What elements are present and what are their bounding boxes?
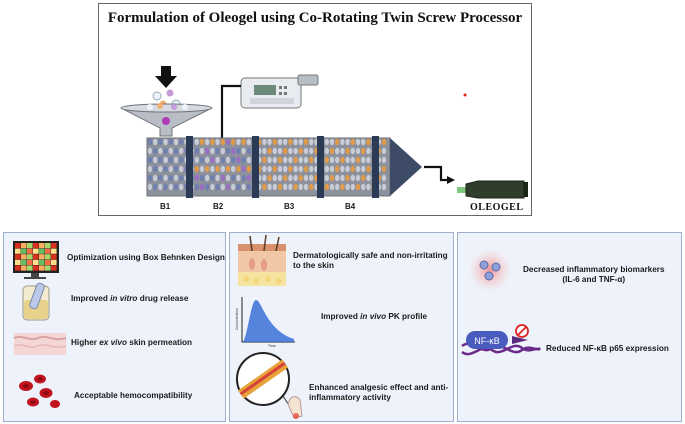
syringe-pump-icon <box>240 74 319 109</box>
pk-ylabel: Concentration <box>235 308 239 330</box>
outcome-ex-vivo-permeation: Higher ex vivo skin permeation <box>71 338 193 347</box>
skin-layer-icon <box>13 333 67 355</box>
paw-inflammation-icon <box>236 352 303 419</box>
hopper-icon <box>120 103 213 137</box>
outcome-nfkb-expression: Reduced NF-κB p65 expression <box>546 344 669 353</box>
release-beaker-icon <box>22 282 50 321</box>
barrel-label-b4: B4 <box>345 202 356 211</box>
nfkb-dna-icon <box>461 324 541 356</box>
product-label: OLEOGEL <box>470 202 524 213</box>
nfkb-label: NF-κB <box>474 336 500 346</box>
outcome-dermal-safety: Dermatologically safe and non-irritating… <box>293 251 448 270</box>
red-blood-cells-icon <box>19 374 60 408</box>
cytokine-cell-icon <box>468 248 512 292</box>
barrel-label-b3: B3 <box>284 202 295 211</box>
outcome-analgesic-effect: Enhanced analgesic effect and anti-infla… <box>309 383 449 402</box>
outcome-in-vivo-pk: Improved in vivo PK profile <box>321 312 428 321</box>
heatmap-monitor-icon <box>13 241 59 279</box>
outcome-optimization: Optimization using Box Behnken Design <box>67 253 225 262</box>
extruder-barrel <box>146 136 422 198</box>
outcome-in-vitro-release: Improved in vitro drug release <box>71 294 189 303</box>
barrel-label-b2: B2 <box>213 202 224 211</box>
arrow-down-icon <box>155 66 177 88</box>
tube-icon <box>457 180 528 199</box>
skin-cross-section-icon <box>238 234 286 286</box>
pk-curve-icon <box>241 297 295 343</box>
outcome-hemocompatibility: Acceptable hemocompatibility <box>74 391 193 400</box>
barrel-label-b1: B1 <box>160 202 171 211</box>
pk-xlabel: Time <box>268 344 276 348</box>
outcome-biomarkers: Decreased inflammatory biomarkers(IL-6 a… <box>523 265 665 284</box>
diagram-title: Formulation of Oleogel using Co-Rotating… <box>107 10 523 26</box>
